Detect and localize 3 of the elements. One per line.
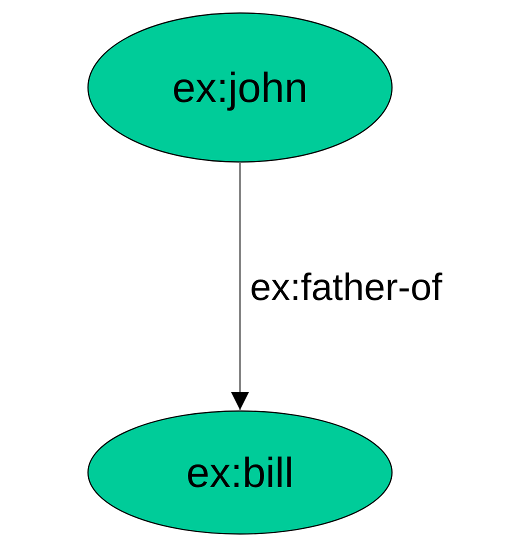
node-label: ex:bill — [186, 448, 294, 496]
arrow — [231, 162, 249, 410]
node-label: ex:john — [172, 64, 308, 112]
